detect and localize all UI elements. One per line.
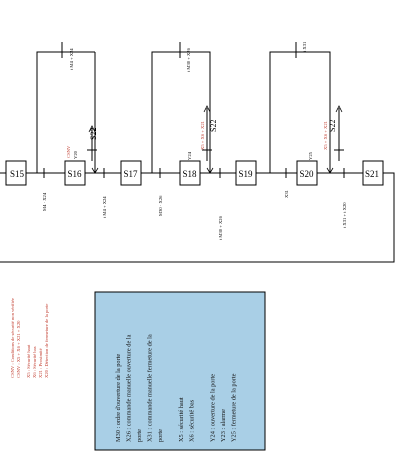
legend-line: M30 : ordre d'ouverture de la porte [115,354,122,442]
transition-label: t X31 + t X20 [342,202,347,228]
transition-label: t M30 + X26 [218,215,223,240]
note-line: CSNV : Conditions de sécurité non vérifi… [10,298,15,378]
transition-label: t X31 [302,41,307,52]
step-label: S19 [239,169,254,179]
arrow-head [326,167,334,174]
note-line: CSNV : X5 + X6 + X21 + X20 [16,320,21,378]
step-s16[interactable]: S16 [64,160,86,186]
legend-line: X6 : sécurité bas [189,399,196,442]
loop-s20 [269,51,331,173]
step-s17[interactable]: S17 [120,160,142,186]
loop-s16 [36,51,95,173]
loop-s18 [151,51,211,173]
step-s19[interactable]: S19 [235,160,257,186]
action-label: Y20 [73,150,78,159]
condition-label: X5 + X6 + X21 [200,120,205,150]
notes-block: CSNV : Conditions de sécurité non vérifi… [10,298,49,378]
legend-line: X26 : commande manuelle ouverture de la [126,334,133,442]
legend-line: Y25 : fermeture de la porte [231,373,238,442]
legend-line: Y23 : alarme [220,409,227,442]
transition-label: M4 · X24 [42,192,47,211]
step-s20[interactable]: S20 [296,160,318,186]
action-s22: S22 [89,128,98,140]
step-s15[interactable]: S15 [5,160,27,186]
step-label: S20 [300,169,315,179]
condition-label: CSNV [66,145,71,158]
action-s22: S22 [209,120,218,132]
step-s18[interactable]: S18 [179,160,201,186]
action-label: Y24 [187,151,192,160]
arrow-head [91,167,99,174]
legend-line: X31 : commande manuelle fermeture de la [147,334,154,442]
transition-label: t M4 + X24 [69,48,74,70]
step-label: S21 [365,169,379,179]
legend-box: M30 : ordre d'ouverture de la porte X26 :… [94,291,266,451]
transition-label: t M30 + X26 [186,47,191,72]
note-line: X6 : Sécurité bas [32,346,37,378]
legend-line: porte [136,429,143,442]
action-label: Y25 [308,151,313,160]
note-line: X21 : Proximité [38,348,43,378]
note-line: X20 : Détection de fermeture de la porte [44,304,49,378]
condition-label: X5 + X6 + X21 [323,120,328,150]
transition-label: t M4 + X24 [102,196,107,218]
step-label: S15 [10,169,25,179]
step-label: S18 [183,169,198,179]
transition-label: M30 · X26 [158,195,163,216]
transition-label: X31 [284,189,289,198]
note-line: X5 : Sécurité haut [26,344,31,378]
return-loop [0,172,395,263]
step-s21[interactable]: S21 [362,160,384,186]
step-label: S16 [68,169,83,179]
legend-line: porte [157,429,164,442]
arrow-head [206,167,214,174]
action-arrow [88,125,96,133]
action-s22: S22 [328,120,337,132]
action-arrow [335,105,343,113]
legend-line: Y24 : ouverture de la porte [210,374,217,442]
action-arrow [203,105,211,113]
step-label: S17 [124,169,139,179]
legend-line: X5 : sécurité haut [178,397,185,442]
